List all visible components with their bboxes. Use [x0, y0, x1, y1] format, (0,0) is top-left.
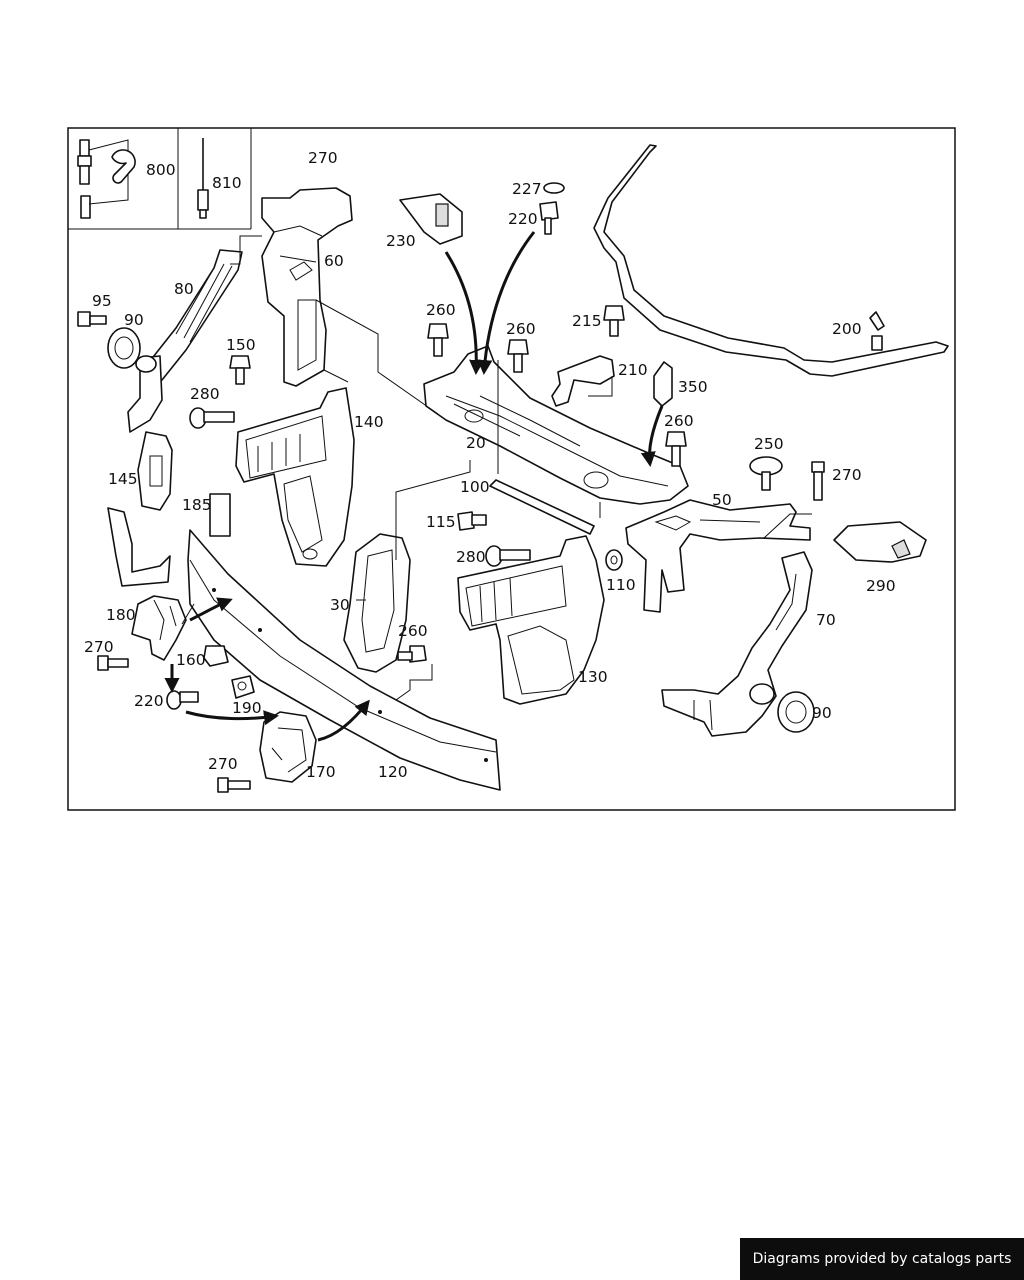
callout-120: 120 [378, 763, 408, 781]
bolt-220-left [166, 690, 199, 710]
bolt-270-right [811, 461, 825, 501]
housing-140 [235, 387, 355, 567]
callout-220: 220 [134, 692, 164, 710]
callout-810: 810 [212, 174, 242, 192]
leader-lines [181, 235, 812, 701]
legend-box [68, 128, 252, 230]
callout-250: 250 [754, 435, 784, 453]
callout-227: 227 [512, 180, 542, 198]
bracket-210 [551, 355, 615, 407]
callout-230: 230 [386, 232, 416, 250]
rivet-icon [197, 138, 209, 219]
bracket-170 [259, 711, 317, 783]
callout-270: 270 [308, 149, 338, 167]
callout-150: 150 [226, 336, 256, 354]
bolt-95 [77, 311, 107, 327]
washer-110 [605, 549, 623, 571]
frame-30 [343, 533, 411, 673]
brace-80 [127, 249, 243, 433]
callout-200: 200 [832, 320, 862, 338]
housing-130 [457, 535, 605, 705]
nut-160 [203, 645, 229, 667]
bolt-280-right [485, 545, 531, 567]
callout-50: 50 [712, 491, 732, 509]
tool-kit-icon [77, 139, 136, 219]
bolt-215 [603, 305, 625, 337]
callout-270: 270 [208, 755, 238, 773]
callout-90: 90 [812, 704, 832, 722]
bolt-270-left [97, 655, 129, 671]
clip-190 [231, 675, 255, 699]
bracket-60 [261, 187, 353, 387]
callout-90: 90 [124, 311, 144, 329]
clip-230 [399, 193, 463, 245]
crossmember-20 [423, 345, 689, 505]
bracket-350 [653, 361, 673, 407]
diagram-frame [67, 127, 956, 811]
bracket-50 [625, 499, 811, 613]
bolt-260-top-left [427, 323, 449, 357]
bolt-150 [229, 355, 251, 385]
bolt-280-left [189, 407, 235, 429]
bolt-260-top-right [507, 339, 529, 373]
bolt-115 [457, 511, 487, 531]
bolt-270-bottom [217, 777, 251, 793]
brace-70 [661, 551, 813, 737]
bracket-145 [107, 431, 173, 587]
callout-100: 100 [460, 478, 490, 496]
callout-270: 270 [84, 638, 114, 656]
callout-170: 170 [306, 763, 336, 781]
callout-220: 220 [508, 210, 538, 228]
beam-120 [187, 529, 501, 791]
mount-90-right [749, 683, 815, 733]
callout-260: 260 [398, 622, 428, 640]
callout-labels: 800 810 270 60 80 95 90 150 280 140 145 … [84, 149, 896, 781]
callout-280: 280 [456, 548, 486, 566]
hose-200 [593, 144, 949, 377]
bolt-220-top [539, 201, 559, 235]
callout-185: 185 [182, 496, 212, 514]
callout-800: 800 [146, 161, 176, 179]
callout-215: 215 [572, 312, 602, 330]
bracket-180 [131, 595, 187, 661]
callout-20: 20 [466, 434, 486, 452]
callout-130: 130 [578, 668, 608, 686]
callout-30: 30 [330, 596, 350, 614]
callout-280: 280 [190, 385, 220, 403]
callout-160: 160 [176, 651, 206, 669]
callout-180: 180 [106, 606, 136, 624]
callout-145: 145 [108, 470, 138, 488]
clip-250 [749, 456, 783, 491]
strap-100 [489, 479, 595, 535]
cover-290 [833, 521, 927, 563]
spacer-185 [209, 493, 231, 537]
callout-270: 270 [832, 466, 862, 484]
mount-90-left [107, 327, 157, 373]
callout-210: 210 [618, 361, 648, 379]
footer-caption: Diagrams provided by catalogs parts [740, 1238, 1024, 1280]
callout-60: 60 [324, 252, 344, 270]
callout-260: 260 [426, 301, 456, 319]
callout-140: 140 [354, 413, 384, 431]
callout-190: 190 [232, 699, 262, 717]
callout-110: 110 [606, 576, 636, 594]
assembly-arrows [164, 231, 664, 742]
bolt-260-right [665, 431, 687, 467]
callout-260: 260 [664, 412, 694, 430]
callout-70: 70 [816, 611, 836, 629]
callout-290: 290 [866, 577, 896, 595]
callout-80: 80 [174, 280, 194, 298]
callout-350: 350 [678, 378, 708, 396]
callout-260: 260 [506, 320, 536, 338]
bolt-260-lower [397, 645, 427, 663]
callout-115: 115 [426, 513, 456, 531]
callout-95: 95 [92, 292, 112, 310]
washer-227 [543, 182, 565, 194]
